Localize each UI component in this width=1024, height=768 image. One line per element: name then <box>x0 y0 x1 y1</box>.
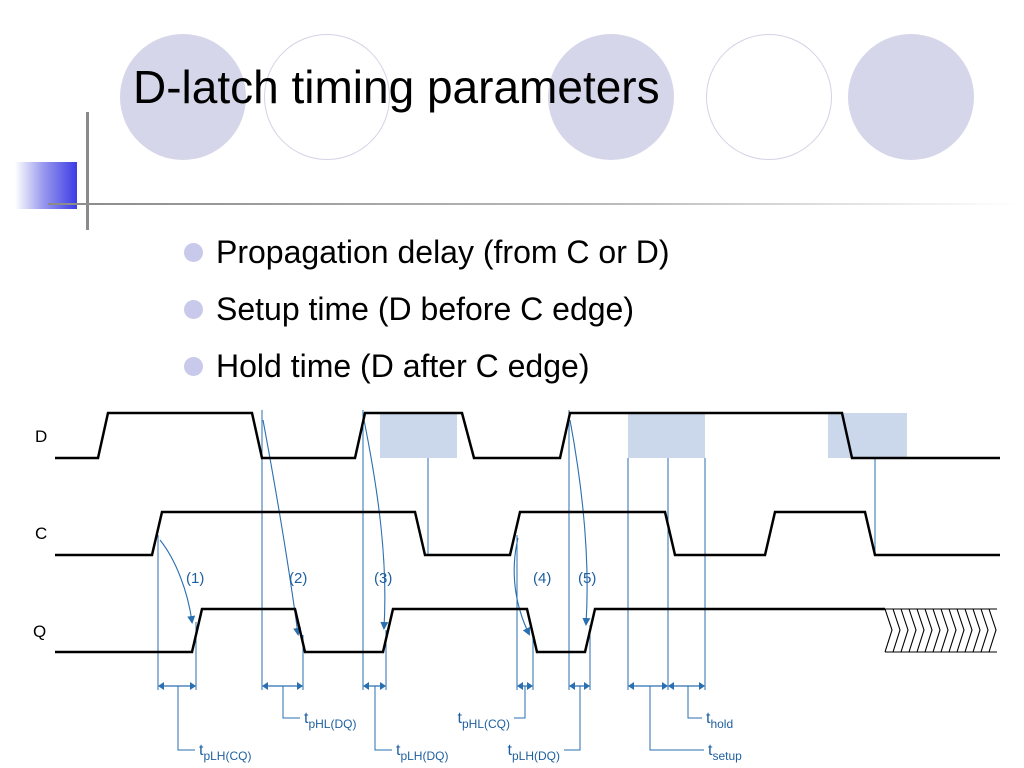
event-label-3: (3) <box>374 570 392 587</box>
waveform-d <box>55 411 1000 460</box>
deco-circle-5 <box>848 34 974 160</box>
label-tplh-dq-2: tpLH(DQ) <box>508 742 560 763</box>
bullet-item: Setup time (D before C edge) <box>184 281 670 338</box>
deco-horizontal-rule <box>48 203 1018 205</box>
shade-window-3 <box>828 413 907 458</box>
deco-circle-4 <box>706 34 832 160</box>
signal-labels: D C Q <box>33 427 47 641</box>
guide-lines <box>157 410 876 690</box>
event-label-4: (4) <box>533 570 551 587</box>
label-tphl-cq: tpHL(CQ) <box>458 710 510 731</box>
bullet-item: Hold time (D after C edge) <box>184 338 670 395</box>
waveform-q <box>55 607 885 654</box>
bullet-text: Propagation delay (from C or D) <box>216 234 670 270</box>
bullet-dot-icon <box>184 300 203 319</box>
causality-curves <box>159 419 591 636</box>
bullet-dot-icon <box>184 357 203 376</box>
shade-window-1 <box>380 413 457 458</box>
deco-circle-2 <box>264 34 390 160</box>
bullet-text: Hold time (D after C edge) <box>216 348 590 384</box>
label-tphl-dq: tpHL(DQ) <box>304 710 356 731</box>
shade-window-2 <box>628 413 705 458</box>
label-tplh-dq: tpLH(DQ) <box>396 742 448 763</box>
label-thold: thold <box>706 710 733 731</box>
waveform-c <box>55 510 1000 557</box>
label-leaders <box>177 686 704 751</box>
event-label-5: (5) <box>578 570 596 587</box>
deco-circle-1 <box>120 34 246 160</box>
label-tsetup: tsetup <box>708 742 742 763</box>
causality-arrow-1 <box>159 539 196 624</box>
event-label-1: (1) <box>186 570 204 587</box>
event-labels: (1) (2) (3) (4) (5) <box>186 570 596 587</box>
causality-arrow-5 <box>569 419 591 626</box>
event-label-2: (2) <box>289 570 307 587</box>
causality-arrow-2 <box>262 419 302 636</box>
q-undefined-region <box>884 608 997 653</box>
label-tplh-cq: tpLH(CQ) <box>199 742 251 763</box>
bullet-dot-icon <box>184 243 203 262</box>
bullet-text: Setup time (D before C edge) <box>216 291 634 327</box>
deco-vertical-rule <box>86 112 89 230</box>
slide-title: D-latch timing parameters <box>133 61 660 113</box>
causality-arrow-3 <box>363 419 389 630</box>
bullet-list: Propagation delay (from C or D) Setup ti… <box>184 224 670 395</box>
bullet-item: Propagation delay (from C or D) <box>184 224 670 281</box>
signal-label-q: Q <box>33 622 46 641</box>
deco-gradient-square <box>15 162 77 209</box>
signal-label-c: C <box>35 524 47 543</box>
timing-diagram: D C Q (1) (2) (3) (4) (5) tpLH(CQ) tpHL(… <box>33 410 1000 763</box>
timing-parameter-labels: tpLH(CQ) tpHL(DQ) tpLH(DQ) tpHL(CQ) tpLH… <box>199 710 742 763</box>
causality-arrow-4 <box>513 537 530 636</box>
setup-hold-windows <box>380 413 907 458</box>
signal-label-d: D <box>35 427 47 446</box>
waveforms <box>55 411 1000 654</box>
deco-circle-3 <box>548 34 674 160</box>
